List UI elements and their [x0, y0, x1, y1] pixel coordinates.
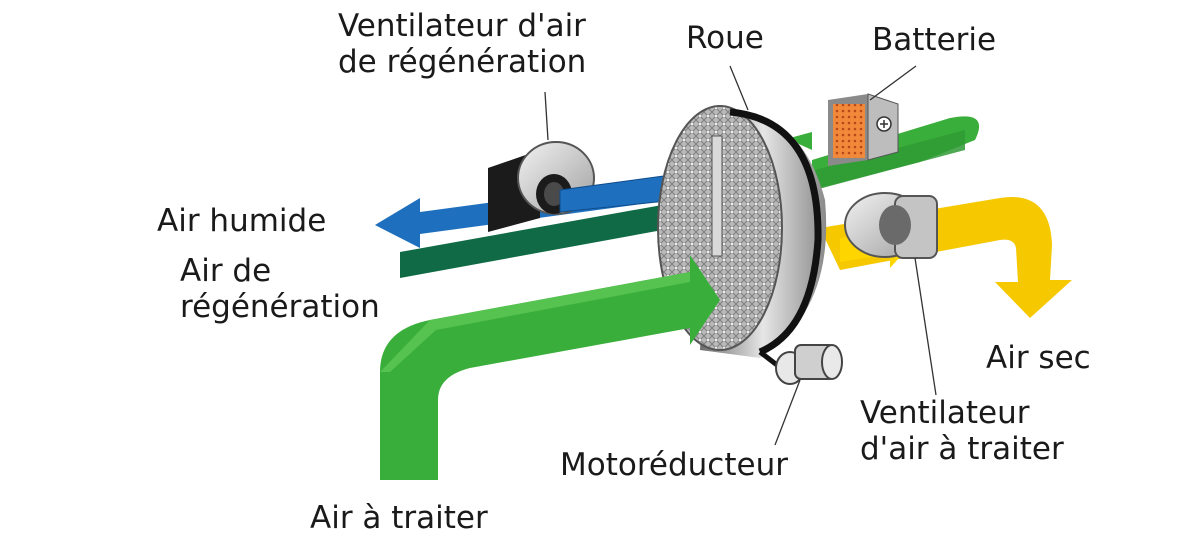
heater-coil	[828, 93, 899, 166]
label-wheel: Roue	[686, 20, 764, 56]
leader-wheel	[729, 65, 749, 111]
label-process-fan: Ventilateur d'air à traiter	[860, 395, 1064, 467]
leader-gear-motor	[774, 379, 801, 446]
desiccant-wheel	[657, 105, 827, 377]
leader-process-fan	[914, 257, 937, 396]
leader-regen-fan	[544, 91, 549, 141]
label-regen-fan-line2: de régénération	[338, 44, 587, 80]
leader-heater	[869, 65, 917, 101]
label-dry-air: Air sec	[986, 340, 1091, 376]
label-humid-air: Air humide	[157, 203, 327, 239]
leader-lines	[544, 65, 937, 446]
process-air-duct	[380, 255, 720, 480]
label-heater: Batterie	[872, 22, 997, 58]
process-air-duct-top	[380, 272, 690, 372]
label-regen-fan: Ventilateur d'air de régénération	[338, 8, 586, 80]
label-regen-air-line2: régénération	[180, 289, 380, 325]
label-regen-fan-line1: Ventilateur d'air	[338, 8, 586, 44]
label-process-fan-line1: Ventilateur	[860, 395, 1030, 431]
gear-motor	[775, 344, 843, 385]
label-regen-air-line1: Air de	[180, 253, 272, 289]
label-process-fan-line2: d'air à traiter	[860, 431, 1064, 467]
regen-return-band	[815, 130, 965, 190]
process-fan	[844, 192, 938, 259]
regen-air-band	[400, 200, 690, 278]
label-process-air: Air à traiter	[310, 500, 488, 536]
label-regen-air: Air de régénération	[180, 253, 380, 325]
regen-fan	[488, 141, 595, 232]
label-gear-motor: Motoréducteur	[560, 447, 788, 483]
